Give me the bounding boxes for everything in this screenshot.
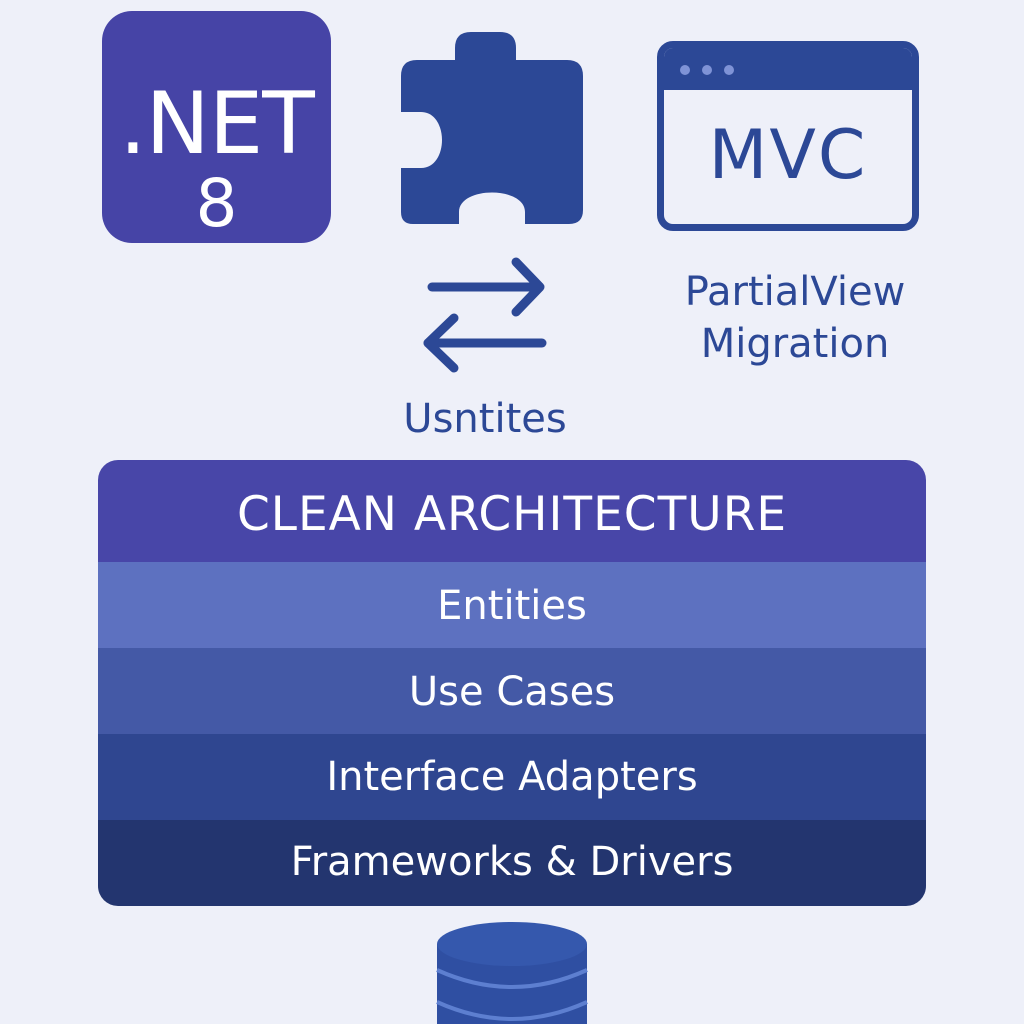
partialview-migration-label: PartialView Migration: [655, 266, 935, 370]
dotnet-label: .NET: [119, 74, 315, 174]
layer-use-cases: Use Cases: [98, 648, 926, 734]
dotnet-logo-badge: .NET 8: [102, 11, 331, 243]
window-titlebar: [664, 48, 912, 90]
window-dot: [680, 65, 690, 75]
mvc-label: MVC: [708, 116, 868, 195]
layer-frameworks-drivers: Frameworks & Drivers: [98, 820, 926, 906]
partialview-line: PartialView: [684, 269, 906, 315]
window-dot: [724, 65, 734, 75]
sync-arrows-icon: [423, 257, 547, 373]
puzzle-piece-icon: [401, 32, 583, 224]
architecture-title: CLEAN ARCHITECTURE: [98, 460, 926, 562]
layer-entities: Entities: [98, 562, 926, 648]
clean-architecture-stack: CLEAN ARCHITECTURE Entities Use Cases In…: [98, 460, 926, 906]
window-dot: [702, 65, 712, 75]
layer-interface-adapters: Interface Adapters: [98, 734, 926, 820]
sync-caption: Usntites: [403, 396, 567, 442]
database-icon: [436, 922, 588, 1024]
migration-line: Migration: [700, 321, 890, 367]
dotnet-version: 8: [195, 165, 238, 242]
mvc-browser-window: MVC: [657, 41, 919, 231]
